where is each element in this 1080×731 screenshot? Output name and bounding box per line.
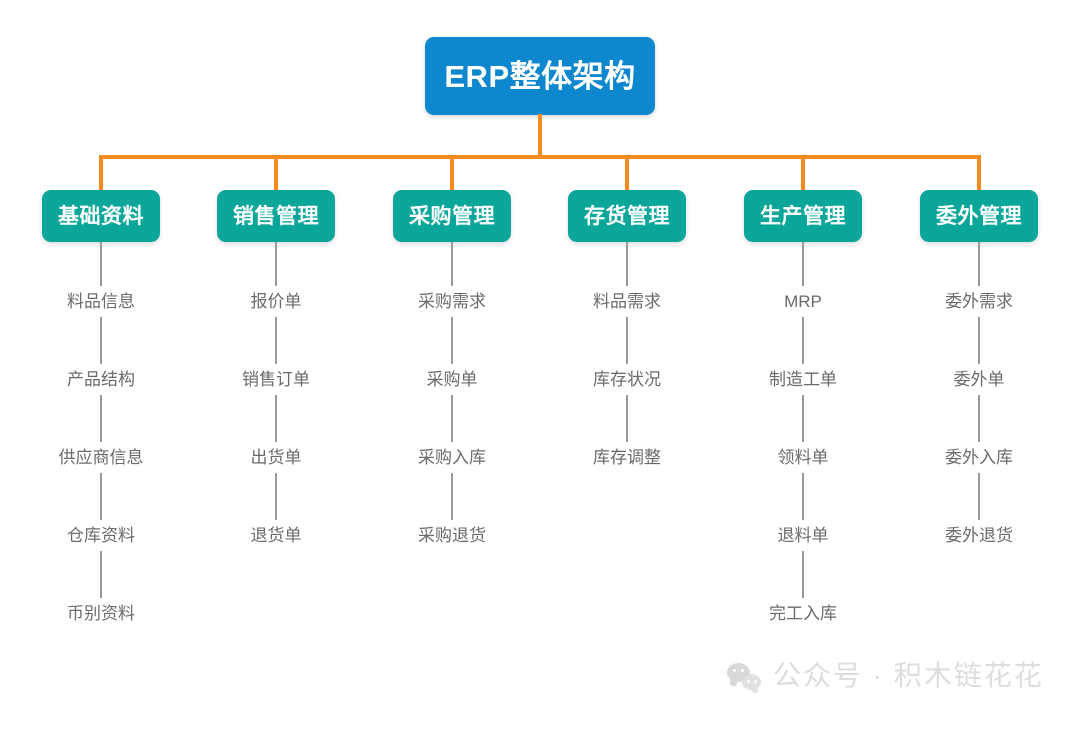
watermark-text: 公众号 · 积木链花花 <box>773 660 1044 691</box>
category-box-6[interactable]: 委外管理 <box>920 190 1038 242</box>
leaf-connector-4-1 <box>626 242 628 286</box>
category-label: 生产管理 <box>760 204 846 228</box>
leaf-item[interactable]: 供应商信息 <box>58 448 144 467</box>
leaf-connector-5-1 <box>802 242 804 286</box>
category-box-1[interactable]: 基础资料 <box>42 190 160 242</box>
leaf-item[interactable]: 仓库资料 <box>67 526 135 545</box>
category-label: 销售管理 <box>233 204 319 228</box>
column-5: 生产管理 MRP 制造工单领料单退料单完工入库 <box>715 190 891 629</box>
leaf-connector-1-2 <box>100 317 102 364</box>
drop-connector-5 <box>801 155 805 192</box>
leaf-item[interactable]: 退料单 <box>777 526 829 545</box>
leaf-connector-1-3 <box>100 395 102 442</box>
leaf-connector-1-5 <box>100 551 102 598</box>
leaf-connector-4-2 <box>626 317 628 364</box>
leaf-connector-5-4 <box>802 473 804 520</box>
watermark: 公众号 · 积木链花花 <box>727 662 1044 690</box>
column-4: 存货管理料品需求库存状况库存调整 <box>539 190 715 473</box>
leaf-connector-3-3 <box>451 395 453 442</box>
leaf-item[interactable]: 委外入库 <box>945 448 1013 467</box>
leaf-item[interactable]: 委外需求 <box>945 292 1013 311</box>
column-6: 委外管理委外需求委外单委外入库委外退货 <box>891 190 1067 551</box>
leaf-item[interactable]: 报价单 <box>250 292 302 311</box>
leaf-item[interactable]: 出货单 <box>250 448 302 467</box>
root-node-erp-architecture[interactable]: ERP整体架构 <box>425 37 655 115</box>
drop-connector-4 <box>625 155 629 192</box>
category-box-5[interactable]: 生产管理 <box>744 190 862 242</box>
leaf-connector-3-4 <box>451 473 453 520</box>
leaf-connector-3-1 <box>451 242 453 286</box>
drop-connector-1 <box>99 155 103 192</box>
leaf-connector-3-2 <box>451 317 453 364</box>
category-label: 存货管理 <box>584 204 670 228</box>
leaf-connector-5-3 <box>802 395 804 442</box>
category-box-3[interactable]: 采购管理 <box>393 190 511 242</box>
root-node-label: ERP整体架构 <box>444 58 636 94</box>
leaf-item[interactable]: 退货单 <box>250 526 302 545</box>
leaf-item[interactable]: 币别资料 <box>67 604 135 623</box>
leaf-item[interactable]: 采购单 <box>426 370 478 389</box>
leaf-item[interactable]: 制造工单 <box>769 370 837 389</box>
leaf-item[interactable]: 采购退货 <box>418 526 486 545</box>
leaf-item[interactable]: 领料单 <box>777 448 829 467</box>
drop-connector-3 <box>450 155 454 192</box>
leaf-connector-6-1 <box>978 242 980 286</box>
leaf-item[interactable]: 完工入库 <box>769 604 837 623</box>
wechat-icon <box>727 662 761 690</box>
leaf-item[interactable]: 产品结构 <box>67 370 135 389</box>
leaf-item[interactable]: 料品需求 <box>593 292 661 311</box>
drop-connector-6 <box>977 155 981 192</box>
column-1: 基础资料料品信息产品结构供应商信息仓库资料币别资料 <box>13 190 189 629</box>
category-label: 基础资料 <box>58 204 144 228</box>
leaf-connector-6-4 <box>978 473 980 520</box>
leaf-connector-2-2 <box>275 317 277 364</box>
leaf-connector-6-3 <box>978 395 980 442</box>
leaf-item[interactable]: 销售订单 <box>242 370 310 389</box>
leaf-connector-6-2 <box>978 317 980 364</box>
leaf-item[interactable]: 料品信息 <box>67 292 135 311</box>
leaf-item[interactable]: MRP <box>784 292 822 311</box>
category-label: 委外管理 <box>936 204 1022 228</box>
leaf-item[interactable]: 库存调整 <box>593 448 661 467</box>
leaf-connector-5-2 <box>802 317 804 364</box>
leaf-connector-1-4 <box>100 473 102 520</box>
column-2: 销售管理报价单销售订单出货单退货单 <box>188 190 364 551</box>
leaf-connector-2-1 <box>275 242 277 286</box>
leaf-connector-1-1 <box>100 242 102 286</box>
category-box-4[interactable]: 存货管理 <box>568 190 686 242</box>
leaf-item[interactable]: 委外退货 <box>945 526 1013 545</box>
category-box-2[interactable]: 销售管理 <box>217 190 335 242</box>
leaf-connector-4-3 <box>626 395 628 442</box>
leaf-item[interactable]: 库存状况 <box>593 370 661 389</box>
leaf-connector-2-4 <box>275 473 277 520</box>
horizontal-bus-connector <box>101 155 980 159</box>
leaf-item[interactable]: 采购需求 <box>418 292 486 311</box>
drop-connector-2 <box>274 155 278 192</box>
leaf-item[interactable]: 采购入库 <box>418 448 486 467</box>
leaf-connector-2-3 <box>275 395 277 442</box>
leaf-item[interactable]: 委外单 <box>953 370 1005 389</box>
column-3: 采购管理采购需求采购单采购入库采购退货 <box>364 190 540 551</box>
root-stem-connector <box>538 114 542 157</box>
category-label: 采购管理 <box>409 204 495 228</box>
leaf-connector-5-5 <box>802 551 804 598</box>
